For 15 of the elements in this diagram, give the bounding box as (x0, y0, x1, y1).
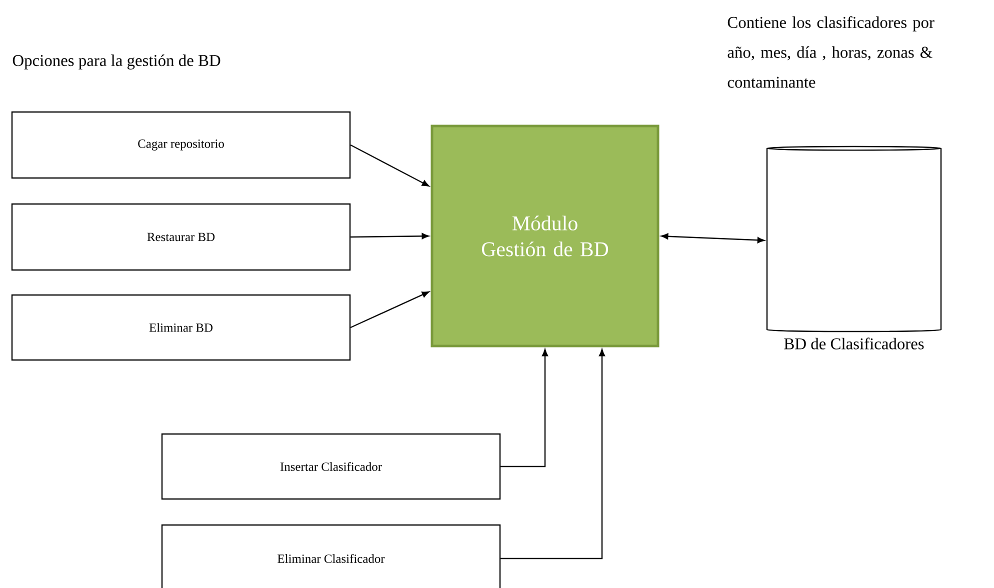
option-box: Cagar repositorio (11, 111, 351, 179)
option-box: Eliminar Clasificador (161, 524, 501, 588)
arrow (350, 144, 430, 186)
arrow (350, 291, 430, 328)
note-text: Contiene los clasificadores por año, mes, día , horas, zonas & contaminante (728, 16, 934, 88)
arrow (350, 233, 429, 240)
module-box: Módulo Gestión de BD (430, 124, 660, 348)
arrow (500, 349, 606, 560)
option-box: Restaurar BD (11, 203, 351, 271)
option-box: Eliminar BD (11, 294, 351, 361)
section-heading: Opciones para la gestión de BD (12, 54, 220, 70)
arrow (500, 349, 548, 468)
option-box: Insertar Clasificador (161, 433, 501, 500)
database-cylinder: BD de Clasificadores (766, 146, 942, 350)
arrow (661, 233, 765, 244)
